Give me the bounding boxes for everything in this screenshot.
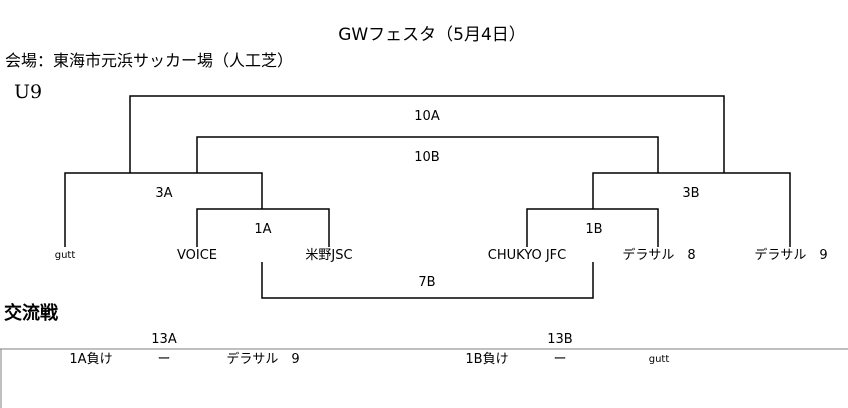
match-label-3b: 3B (682, 186, 700, 201)
match-3b-line (592, 172, 791, 247)
venue-text: 会場：東海市元浜サッカー場（人工芝） (5, 51, 294, 70)
team-voice: VOICE (176, 248, 218, 263)
exchange-13a-right: デラサル 9 (226, 352, 300, 367)
page-title: GWフェスタ（5月4日） (338, 25, 526, 45)
exchange-13b-left: 1B負け (465, 352, 509, 367)
team-derasaru-8: デラサル 8 (622, 248, 696, 263)
team-yoneno-jsc: 米野JSC (305, 248, 353, 263)
match-label-10b: 10B (414, 150, 440, 165)
exchange-13b-right: gutt (648, 354, 670, 365)
match-3a-line (64, 172, 263, 247)
match-label-1b: 1B (585, 222, 603, 237)
team-chukyo-jfc: CHUKYO JFC (487, 248, 567, 263)
match-label-1a: 1A (254, 222, 272, 237)
match-1a-line (196, 208, 330, 247)
team-gutt: gutt (54, 250, 76, 261)
exchange-label-13a: 13A (151, 332, 177, 347)
match-label-3a: 3A (155, 186, 173, 201)
match-label-10a: 10A (414, 109, 440, 124)
exchange-13a-vs: ー (157, 352, 171, 367)
exchange-13a-left: 1A負け (69, 352, 113, 367)
exchange-label-13b: 13B (547, 332, 573, 347)
age-group-label: U9 (14, 81, 43, 103)
exchange-heading: 交流戦 (4, 303, 58, 324)
match-10b-line (196, 136, 659, 173)
team-derasaru-9: デラサル 9 (754, 248, 828, 263)
match-label-7b: 7B (418, 275, 436, 290)
match-7b-line (261, 262, 594, 299)
exchange-13b-vs: ー (553, 352, 567, 367)
match-10a-line (129, 95, 725, 173)
